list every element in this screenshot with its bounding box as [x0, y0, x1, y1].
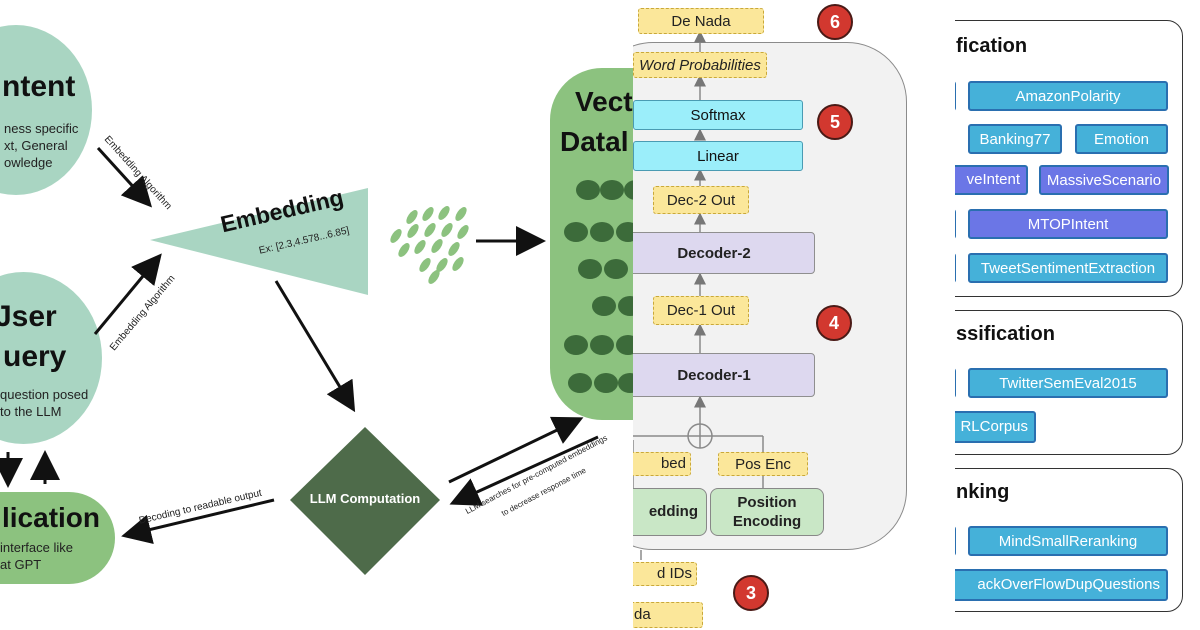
position-encoding-box: Position Encoding — [710, 488, 824, 536]
user-query-title-1: Jser — [0, 300, 57, 333]
application-node: lication interface like at GPT — [0, 492, 115, 584]
intent-title: ntent — [2, 70, 76, 103]
chip-mind-small-reranking: MindSmallReranking — [968, 526, 1168, 556]
input-token-tag: da — [633, 602, 703, 628]
user-query-desc-2: to the LLM — [0, 404, 62, 419]
transformer-connectors — [633, 30, 764, 560]
category-title-2: ssification — [956, 323, 1055, 345]
badge-4: 4 — [816, 305, 852, 341]
softmax-box: Softmax — [633, 100, 803, 130]
dec2-out-tag: Dec-2 Out — [653, 186, 749, 214]
category-panel-reranking: nking MindSmallReranking ackOverFlowDupQ… — [955, 468, 1183, 612]
application-title: lication — [2, 502, 101, 533]
chip-massive-scenario: MassiveScenario — [1039, 165, 1169, 195]
badge-3: 3 — [733, 575, 769, 611]
pos-enc-tag: Pos Enc — [718, 452, 808, 476]
word-probabilities-tag: Word Probabilities — [633, 52, 767, 78]
dec1-out-tag: Dec-1 Out — [653, 296, 749, 325]
chip-twitter-semeval-2015: TwitterSemEval2015 — [968, 368, 1168, 398]
intent-desc-1: ness specific — [4, 121, 79, 136]
arrow-query-to-embedding — [93, 253, 162, 335]
chip-hidden-4 — [955, 368, 956, 398]
chip-massive-intent: veIntent — [955, 165, 1028, 195]
chip-hidden-1 — [955, 81, 956, 111]
chip-emotion: Emotion — [1075, 124, 1168, 154]
embed-tag: bed — [633, 452, 691, 476]
badge-6: 6 — [817, 4, 853, 40]
arrow-embedding-to-llm — [274, 280, 356, 413]
category-title-1: fication — [956, 35, 1028, 57]
vector-db-title-2: Datal — [560, 126, 629, 157]
user-query-desc-1: question posed — [0, 387, 89, 402]
decoder2-box: Decoder-2 — [633, 232, 815, 274]
embedding-box: edding — [633, 488, 707, 536]
chip-hidden-5 — [955, 526, 956, 556]
arrow-vectordb-to-llm — [449, 435, 599, 506]
category-panel-pair-classification: ssification TwitterSemEval2015 RLCorpus — [955, 310, 1183, 455]
chip-hidden-2 — [955, 209, 956, 239]
arrow-intent-to-embedding — [96, 146, 153, 208]
decoder1-box: Decoder-1 — [633, 353, 815, 397]
chip-stackoverflow-dup-questions: ackOverFlowDupQuestions — [955, 569, 1168, 601]
token-ids-tag: d IDs — [633, 562, 697, 586]
llm-computation-label: LLM Computation — [309, 491, 421, 506]
category-panel-classification: fication AmazonPolarity Banking77 Emotio… — [955, 20, 1183, 297]
chip-banking77: Banking77 — [968, 124, 1062, 154]
category-title-3: nking — [956, 481, 1010, 503]
chip-hidden-3 — [955, 253, 956, 283]
application-desc-2: at GPT — [0, 557, 42, 572]
position-encoding-line2: Encoding — [732, 513, 802, 530]
badge-5: 5 — [817, 104, 853, 140]
application-desc-1: interface like — [0, 540, 73, 555]
intent-desc-3: owledge — [4, 155, 53, 170]
position-encoding-line1: Position — [737, 494, 797, 511]
benchmark-categories: fication AmazonPolarity Banking77 Emotio… — [955, 0, 1200, 630]
chip-mtop-intent: MTOPIntent — [968, 209, 1168, 239]
linear-box: Linear — [633, 141, 803, 171]
chip-twitter-url-corpus: RLCorpus — [955, 411, 1036, 443]
output-token-tag: De Nada — [638, 8, 764, 34]
chip-amazon-polarity: AmazonPolarity — [968, 81, 1168, 111]
embedding-triangle — [150, 188, 368, 295]
rag-diagram: ntent ness specific xt, General owledge … — [0, 25, 670, 584]
transformer-figure: created De Nada 6 Word Probabilities Sof… — [633, 0, 955, 630]
chip-tweet-sentiment-extraction: TweetSentimentExtraction — [968, 253, 1168, 283]
vector-db-title-1: Vect — [575, 86, 633, 117]
intent-desc-2: xt, General — [4, 138, 68, 153]
vector-db-pills — [564, 180, 640, 393]
arrow-llm-to-application — [121, 498, 275, 545]
embedding-vector-pills — [390, 206, 469, 284]
user-query-title-2: uery — [3, 340, 67, 373]
llm-computation-diamond — [290, 427, 440, 575]
arrow-llm-to-vectordb — [448, 416, 584, 484]
rag-shapes — [0, 146, 640, 575]
